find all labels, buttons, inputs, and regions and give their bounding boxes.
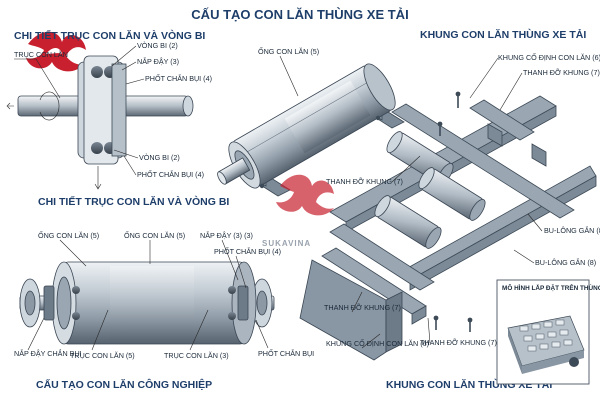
page-title: CẤU TẠO CON LĂN THÙNG XE TẢI — [191, 7, 408, 22]
label-shaft-left: TRỤC CON LĂN — [14, 50, 68, 59]
label-cover-3: NẮP ĐẬY (3) — [137, 57, 179, 66]
label-bar-7-bottom-right: THANH ĐỠ KHUNG (7) — [420, 338, 497, 347]
watermark-center: SUKAVINA — [262, 239, 311, 248]
label-bar-7-bottom-left: THANH ĐỠ KHUNG (7) — [324, 303, 401, 312]
label-dust-plate-4b: PHỐT CHẮN BỤI (4) — [137, 169, 204, 179]
label-bolt-8b: BU-LÔNG GẮN (8) — [535, 258, 596, 267]
label-bearing-2: VÒNG BI (2) — [137, 41, 178, 50]
brand-logo — [26, 31, 86, 72]
inset-truck-model — [496, 279, 590, 385]
roller-assembly-3d — [217, 63, 405, 197]
label-dust-plate-4-right: PHỐT CHẮN BỤI (4) — [214, 246, 281, 256]
label-shaft-bottom: TRỤC CON LĂN (5) — [70, 351, 135, 360]
shaft-bearing-detail — [6, 55, 194, 190]
label-tube-5-mid: ỐNG CON LĂN (5) — [124, 230, 185, 240]
label-tube-5-top: ỐNG CON LĂN (5) — [258, 46, 319, 56]
label-fixed-frame-6: KHUNG CỐ ĐỊNH CON LĂN (6) — [498, 52, 600, 62]
label-bar-7-top: THANH ĐỠ KHUNG (7) — [523, 68, 600, 77]
section-frame-top: KHUNG CON LĂN THÙNG XE TẢI — [420, 28, 586, 41]
label-bolt-8a: BU-LÔNG GẮN (8) — [544, 226, 600, 235]
inset-title: MÔ HÌNH LẮP ĐẶT TRÊN THÙNG XE — [502, 283, 600, 292]
label-tube-5-left: ỐNG CON LĂN (5) — [38, 230, 99, 240]
truck-roller-frame — [299, 91, 597, 361]
label-dust-right-bottom: PHỐT CHẮN BỤI — [258, 348, 314, 358]
label-cover-dust-left: NẮP ĐẬY CHẮN BỤI — [14, 349, 82, 358]
label-cover-3-right: NẮP ĐẬY (3) (3) — [200, 231, 253, 240]
label-shaft-mid: TRỤC CON LĂN (3) — [164, 351, 229, 360]
label-bar-7-mid: THANH ĐỠ KHUNG (7) — [326, 177, 403, 186]
industrial-roller — [19, 261, 275, 345]
label-bearing-2b: VÒNG BI (2) — [139, 153, 180, 162]
label-shaft-bearing-top: CHI TIẾT TRỤC CON LĂN VÀ VÒNG BI — [14, 29, 205, 42]
label-dust-plate-4: PHỐT CHẮN BỤI (4) — [145, 73, 212, 83]
brand-logo-center — [276, 174, 334, 216]
section-shaft-bearing: CHI TIẾT TRỤC CON LĂN VÀ VÒNG BI — [38, 195, 229, 208]
section-industrial-roller: CẤU TẠO CON LĂN CÔNG NGHIỆP — [36, 378, 212, 391]
label-fixed-frame-6-bottom: KHUNG CỐ ĐỊNH CON LĂN (6) — [326, 338, 429, 348]
